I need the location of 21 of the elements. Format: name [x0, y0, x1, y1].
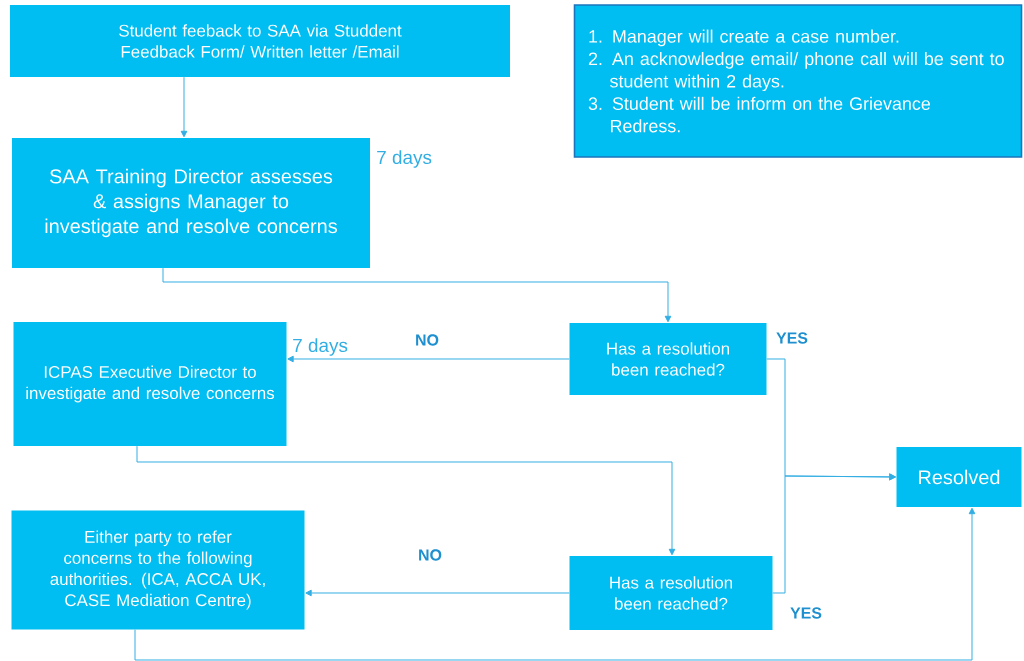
arrow — [134, 507, 976, 661]
result-box: Resolved — [896, 447, 1022, 507]
edge-label: NO — [414, 333, 440, 347]
process-box: ICPAS Executive Director to investigate and resolve concerns — [13, 322, 287, 446]
duration-label: 7 days — [377, 150, 432, 168]
arrow — [287, 355, 570, 363]
arrow — [305, 589, 570, 597]
edge-label: YES — [789, 606, 823, 620]
decision-box: Has a resolution been reached? — [569, 323, 767, 395]
edge-label: YES — [775, 331, 809, 345]
arrow — [162, 267, 672, 323]
arrow — [136, 445, 676, 556]
process-box: Student feeback to SAA via Studdent Feedback Form/ Written letter /Email — [10, 5, 510, 77]
duration-label: 7 days — [293, 338, 348, 356]
decision-box: Has a resolution been reached? — [569, 556, 773, 630]
process-box: SAA Training Director assesses & assigns Manager to investigate and resolve concerns — [12, 138, 370, 268]
edge-label: NO — [417, 548, 443, 562]
arrow — [772, 473, 896, 594]
note-box: 1. Manager will create a case number. 2. An acknowledge email/ phone call will be sent to student within 2 days. 3. Student will be inform on the Grievance Redress. — [573, 4, 1023, 158]
process-box: Either party to refer concerns to the following authorities. (ICA, ACCA UK, CASE Mediation Centre) — [11, 510, 305, 630]
arrow — [180, 76, 188, 138]
